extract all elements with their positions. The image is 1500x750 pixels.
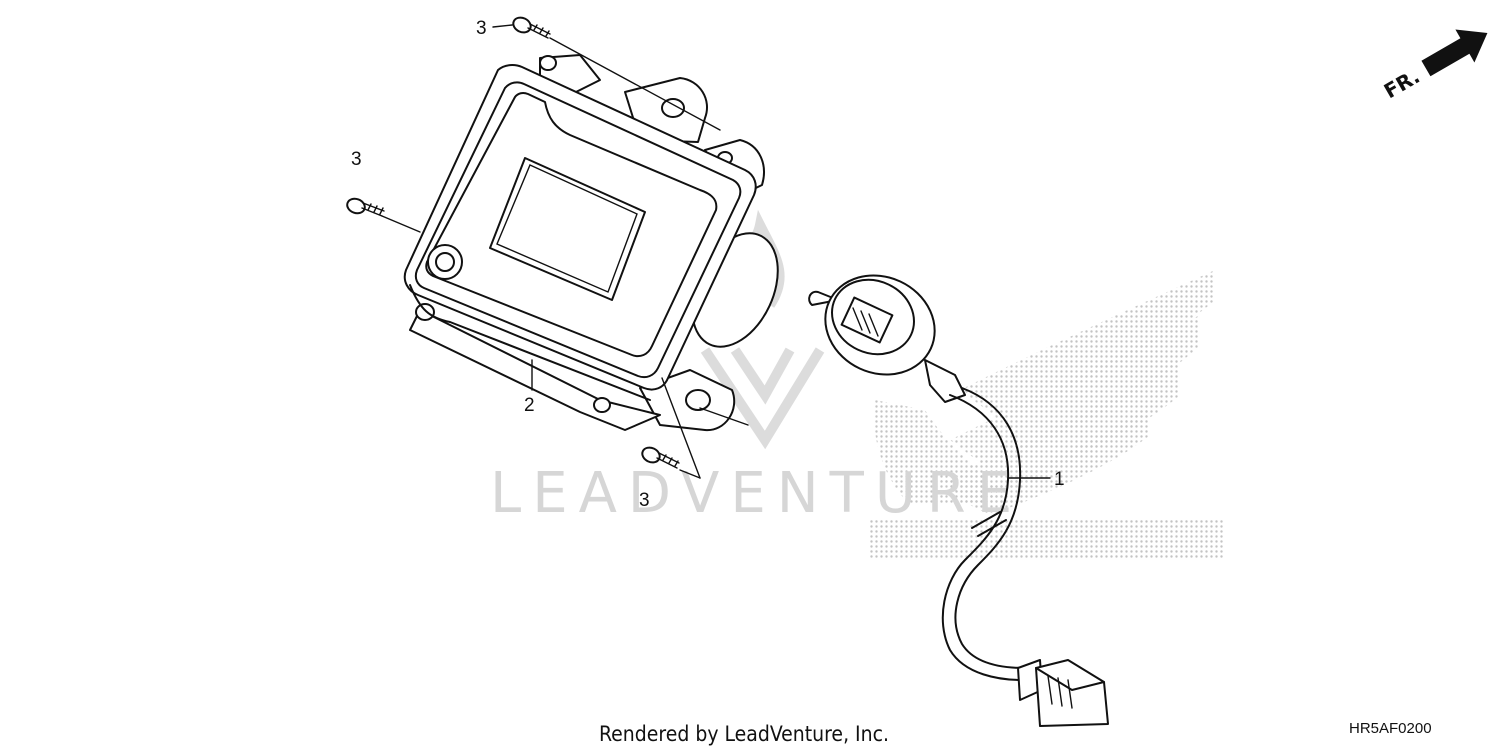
screw-leader-lines <box>381 37 749 479</box>
screw-bottom[interactable] <box>640 445 680 469</box>
cable-harness[interactable] <box>808 258 1109 727</box>
meter-assembly[interactable] <box>403 54 795 432</box>
callout-2: 2 <box>524 395 535 416</box>
front-label: FR. <box>1380 64 1424 103</box>
diagram-code: HR5AF0200 <box>1349 720 1432 737</box>
callout-3-top: 3 <box>476 18 487 39</box>
watermark: LEADVENTURE <box>490 461 1023 526</box>
leader-line-3-top <box>492 24 513 28</box>
screw-top[interactable] <box>511 15 551 39</box>
brand-wordmark-pattern <box>870 520 1225 560</box>
callout-3-left: 3 <box>351 149 362 170</box>
screw-left[interactable] <box>345 196 385 217</box>
callout-3-bottom: 3 <box>639 490 650 511</box>
front-arrow-icon <box>1421 29 1488 77</box>
front-direction-indicator: FR. <box>1380 29 1488 103</box>
render-credit: Rendered by LeadVenture, Inc. <box>599 722 889 746</box>
brand-wing-logo <box>874 270 1215 515</box>
callout-1: 1 <box>1054 469 1065 490</box>
